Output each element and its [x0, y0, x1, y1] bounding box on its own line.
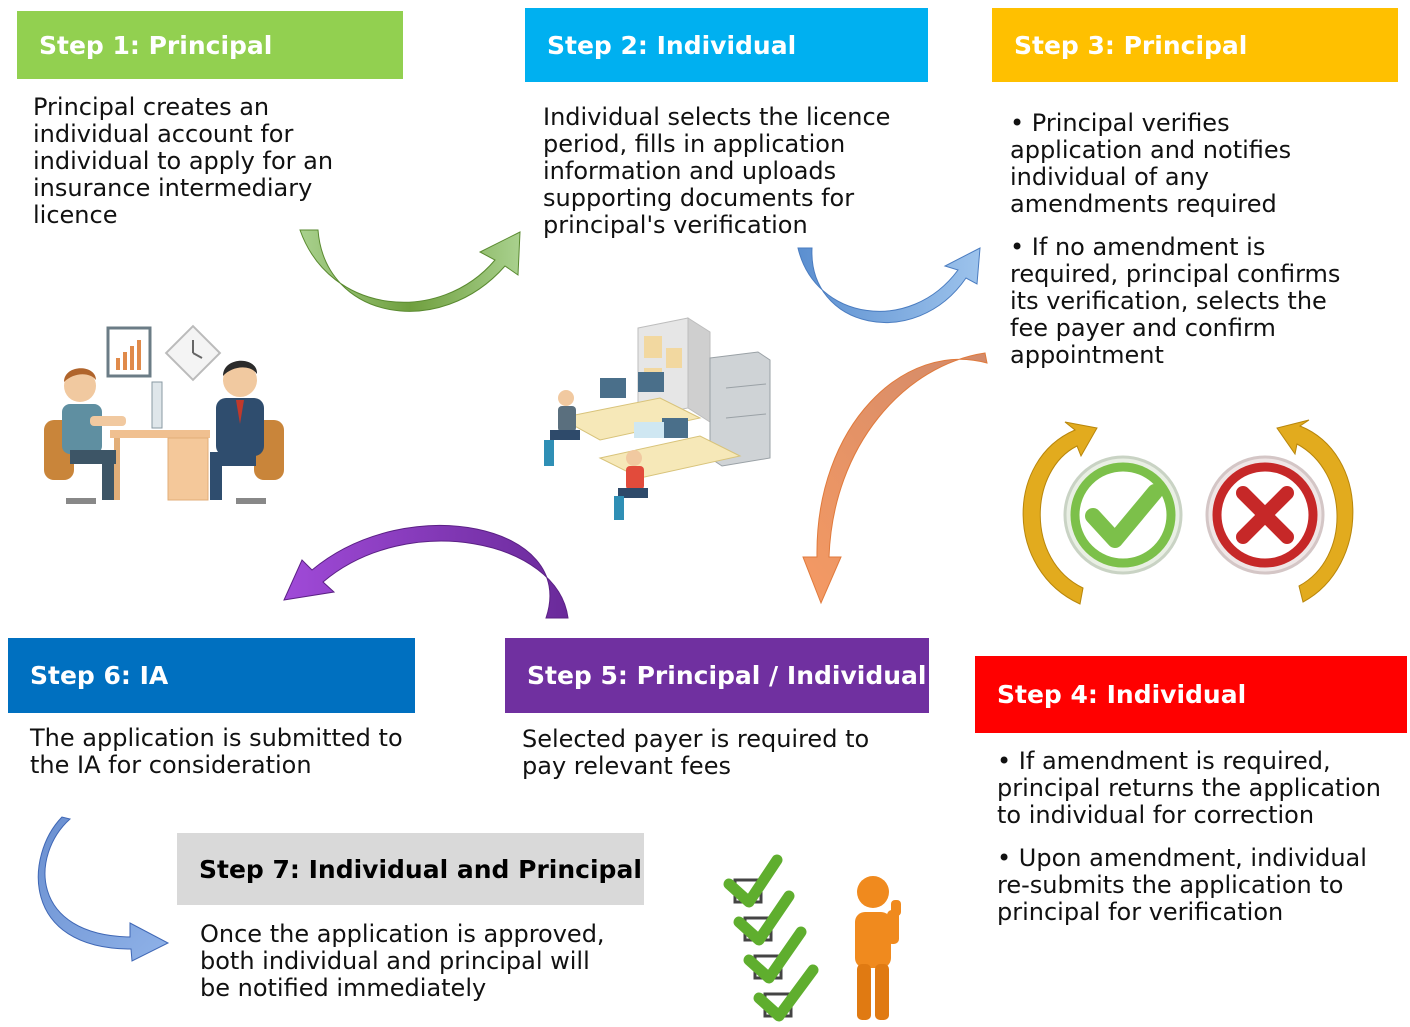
arrow-step6-to-step7	[37, 816, 170, 962]
step-2-text: Individual selects the licence period, f…	[543, 103, 891, 239]
step-6-description: The application is submitted to the IA f…	[30, 725, 405, 779]
approve-reject-illustration	[1022, 419, 1354, 605]
office-illustration	[544, 317, 771, 520]
step-2-header: Step 2: Individual	[525, 8, 928, 82]
step-5-text: Selected payer is required to pay releva…	[522, 725, 870, 780]
step-5-description: Selected payer is required to pay releva…	[522, 726, 912, 780]
step-6-text: The application is submitted to the IA f…	[30, 724, 403, 779]
step-4-description: • If amendment is required, principal re…	[997, 748, 1392, 926]
arrow-step5-to-step6	[283, 525, 569, 619]
arrow-green-shape	[299, 229, 521, 312]
step-3-description: • Principal verifies application and not…	[1010, 110, 1368, 369]
meeting-illustration	[44, 324, 284, 504]
arrow-step1-to-step2	[299, 229, 521, 312]
office-shelves	[637, 317, 711, 423]
checklist-illustration	[723, 854, 901, 1022]
arrow-blue-shape	[797, 247, 981, 323]
check-icon	[1063, 455, 1183, 575]
step-3-header: Step 3: Principal	[992, 8, 1398, 82]
person-left	[44, 368, 126, 504]
person-right	[210, 360, 284, 504]
arrow-blue-curve-shape	[37, 816, 170, 962]
step-1-description: Principal creates an individual account …	[33, 94, 378, 229]
step-4-header: Step 4: Individual	[975, 656, 1407, 733]
cross-icon	[1205, 455, 1325, 575]
arrow-orange-shape	[802, 352, 988, 605]
step-6-header: Step 6: IA	[8, 638, 415, 713]
step-7-header: Step 7: Individual and Principal	[177, 833, 644, 905]
arrow-purple-shape	[283, 525, 569, 619]
step-2-description: Individual selects the licence period, f…	[543, 104, 915, 239]
cycle-arrow-left	[1022, 421, 1098, 605]
desk	[110, 430, 210, 438]
thumbs-up-figure-icon	[855, 876, 901, 1020]
step-7-description: Once the application is approved, both i…	[200, 921, 610, 1002]
step-4-bullet-2: • Upon amendment, individual re-submits …	[997, 844, 1367, 926]
step-3-bullet-1: • Principal verifies application and not…	[1010, 109, 1292, 218]
office-workers	[544, 390, 648, 520]
step-7-text: Once the application is approved, both i…	[200, 920, 605, 1002]
step-4-bullet-1: • If amendment is required, principal re…	[997, 747, 1381, 829]
step-3-bullet-2: • If no amendment is required, principal…	[1010, 233, 1341, 369]
desk-monitor	[151, 381, 163, 429]
clock-icon	[164, 324, 222, 382]
checklist-checkmarks	[723, 854, 819, 1022]
step-5-header: Step 5: Principal / Individual	[505, 638, 929, 713]
wall-chart-bars	[116, 340, 141, 370]
step-1-header: Step 1: Principal	[17, 11, 403, 79]
step-1-text: Principal creates an individual account …	[33, 93, 334, 229]
wall-chart-icon	[106, 326, 152, 378]
cycle-arrow-right	[1276, 419, 1354, 603]
arrow-step3-to-step5	[802, 352, 988, 605]
arrow-step2-to-step3	[797, 247, 981, 323]
